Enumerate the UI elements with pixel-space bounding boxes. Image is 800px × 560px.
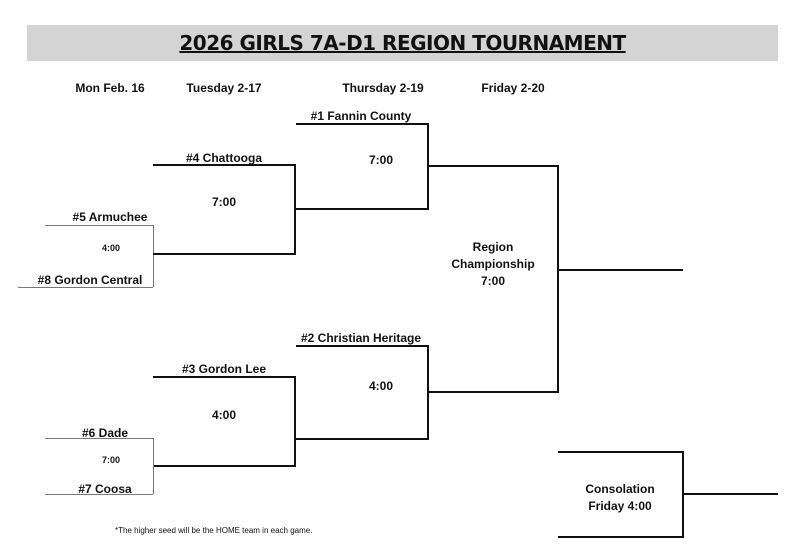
bracket-line: [153, 438, 154, 494]
bracket-line: [153, 164, 295, 166]
bracket-line: [45, 438, 153, 439]
consolation-winner-line: [683, 493, 778, 495]
footnote: *The higher seed will be the HOME team i…: [115, 526, 313, 535]
bracket-line: [428, 391, 559, 393]
championship-label: Championship: [451, 257, 535, 271]
team-gordon-central: #8 Gordon Central: [37, 273, 143, 287]
team-dade: #6 Dade: [81, 426, 129, 440]
consolation-label: Consolation: [585, 482, 655, 496]
bracket-line: [296, 123, 428, 125]
bracket-line: [294, 208, 429, 210]
championship-label: Region: [472, 240, 514, 254]
bracket-line: [294, 376, 296, 466]
bracket-line: [296, 345, 428, 347]
game-time: 4:00: [368, 379, 394, 393]
team-armuchee: #5 Armuchee: [72, 210, 148, 224]
title-bar: 2026 GIRLS 7A-D1 REGION TOURNAMENT: [27, 25, 778, 61]
page-title: 2026 GIRLS 7A-D1 REGION TOURNAMENT: [179, 31, 626, 55]
bracket-line: [558, 451, 683, 453]
bracket-line: [294, 438, 429, 440]
game-time: 7:00: [101, 455, 121, 465]
bracket-line: [153, 225, 154, 287]
bracket-line: [45, 225, 153, 226]
champion-line: [558, 269, 683, 271]
game-time: 7:00: [211, 195, 237, 209]
championship-time: 7:00: [480, 274, 506, 288]
bracket-line: [153, 465, 296, 467]
day-label: Tuesday 2-17: [186, 81, 262, 95]
team-christian-heritage: #2 Christian Heritage: [300, 331, 422, 345]
bracket-line: [428, 165, 558, 167]
bracket-line: [153, 253, 296, 255]
team-gordon-lee: #3 Gordon Lee: [181, 362, 267, 376]
bracket-line: [45, 494, 153, 495]
game-time: 7:00: [368, 153, 394, 167]
game-time: 4:00: [101, 243, 121, 253]
team-fannin-county: #1 Fannin County: [310, 109, 412, 123]
bracket-line: [18, 287, 153, 288]
team-coosa: #7 Coosa: [78, 482, 132, 496]
bracket-line: [557, 165, 559, 393]
day-label: Friday 2-20: [481, 81, 545, 95]
team-chattooga: #4 Chattooga: [185, 151, 263, 165]
consolation-time: Friday 4:00: [588, 499, 652, 513]
game-time: 4:00: [211, 408, 237, 422]
bracket-line: [558, 536, 684, 538]
bracket-line: [153, 376, 295, 378]
bracket-line: [427, 345, 429, 439]
day-label: Thursday 2-19: [342, 81, 424, 95]
day-label: Mon Feb. 16: [75, 81, 145, 95]
